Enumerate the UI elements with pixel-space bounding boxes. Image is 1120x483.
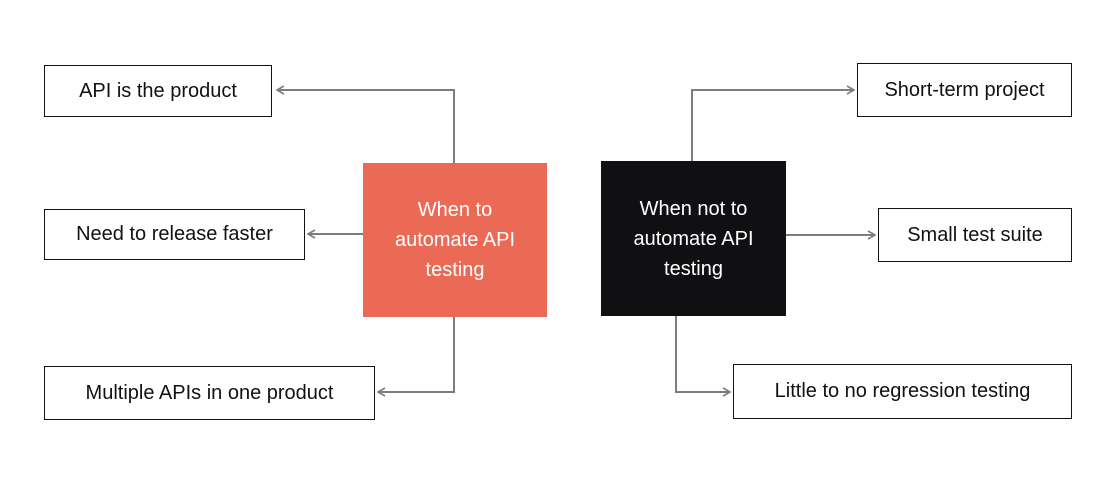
connector-when-not-short-term [691,90,854,161]
connector-when-to-api-product [277,90,455,163]
branch-short-term-project: Short-term project [857,63,1072,117]
branch-little-no-regression-testing: Little to no regression testing [733,364,1072,419]
branch-api-is-the-product: API is the product [44,65,272,117]
hub-when-not-to-automate: When not to automate API testing [601,161,786,316]
branch-small-test-suite: Small test suite [878,208,1072,262]
hub-when-to-automate: When to automate API testing [363,163,547,317]
connector-when-not-regression [675,316,730,392]
branch-multiple-apis-one-product: Multiple APIs in one product [44,366,375,420]
branch-need-to-release-faster: Need to release faster [44,209,305,260]
connector-when-to-multiple-apis [378,317,455,392]
